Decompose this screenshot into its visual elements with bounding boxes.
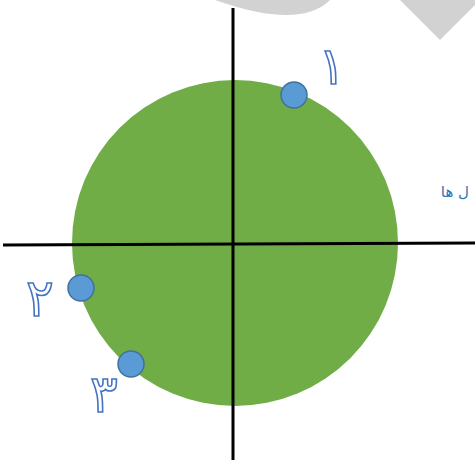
point-dot xyxy=(281,82,307,108)
watermark-shape xyxy=(215,0,475,40)
callout-number: ۱ xyxy=(318,40,346,92)
callout-number: ۲ xyxy=(26,272,54,324)
point-dot xyxy=(118,351,144,377)
axis-note: ل ها xyxy=(441,185,469,200)
callout-number: ۳ xyxy=(90,368,118,420)
point-dot xyxy=(68,275,94,301)
vertical-axis xyxy=(232,8,235,460)
horizontal-axis xyxy=(3,243,475,245)
